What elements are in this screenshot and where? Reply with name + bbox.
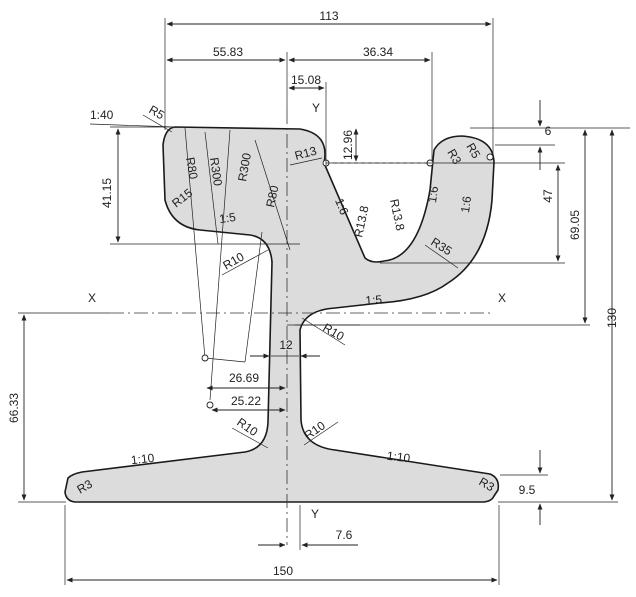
radius-r80-mid: R80: [263, 184, 281, 209]
leader-line: [89, 123, 176, 128]
construction-line: [244, 231, 263, 363]
radius-r5-left: R5: [147, 102, 168, 122]
slope-1-6-flange: 1:6: [458, 195, 474, 214]
slope-1-6-groove-left: 1:6: [332, 196, 351, 217]
radius-r13-8-a: R13.8: [351, 204, 371, 239]
radius-r13: R13: [293, 144, 318, 163]
radius-r3-groove: R3: [444, 147, 464, 168]
dim-41-15-label: 41.15: [100, 178, 114, 208]
radius-r10-upper: R10: [221, 249, 247, 272]
radius-r13-8-b: R13.8: [387, 198, 407, 233]
leader-line: [142, 114, 173, 133]
dim-150-label: 150: [273, 564, 293, 578]
radius-r5-right: R5: [463, 141, 483, 162]
slope-1-40: 1:40: [90, 108, 114, 122]
leader-line: [424, 244, 459, 269]
slope-1-6-groove-right: 1:6: [425, 185, 441, 204]
radius-r80-left: R80: [183, 156, 201, 180]
construction-line: [204, 131, 219, 245]
center-point: [201, 354, 209, 362]
dim-47-label: 47: [541, 189, 555, 203]
radius-r3-base-right: R3: [477, 474, 498, 494]
dim-26-69-label: 26.69: [229, 371, 259, 385]
construction-line: [184, 127, 206, 359]
leader-line: [289, 157, 323, 166]
leader-line: [221, 249, 269, 276]
dim-69-05-label: 69.05: [568, 210, 582, 240]
rail-cross-section: [64, 126, 500, 503]
y-axis-label-bottom: Y: [311, 507, 319, 521]
leader-line: [303, 421, 339, 446]
center-point: [486, 153, 494, 161]
x-axis-label-left: X: [88, 291, 96, 305]
slope-1-5-left: 1:5: [218, 210, 237, 226]
leader-line: [231, 427, 269, 449]
dim-66-33-label: 66.33: [7, 393, 21, 423]
dim-12-96-label: 12.96: [341, 130, 355, 160]
leader-line: [301, 317, 346, 346]
dim-6-label: 6: [545, 124, 552, 138]
dim-36-34-label: 36.34: [363, 45, 393, 59]
radius-r300: R300: [207, 156, 225, 187]
slope-1-10-left: 1:10: [130, 451, 155, 467]
slope-1-5-underside: 1:5: [365, 292, 383, 307]
center-point: [206, 401, 214, 409]
construction-line: [204, 357, 246, 363]
dim-113-label: 113: [319, 9, 338, 23]
radius-r3-base-left: R3: [75, 477, 96, 497]
dim-55-83-label: 55.83: [213, 45, 243, 59]
slope-1-10-right: 1:10: [386, 449, 411, 466]
dim-15-08-label: 15.08: [291, 73, 321, 87]
construction-line: [254, 139, 291, 251]
dim-130-label: 130: [605, 308, 619, 328]
radius-r10-fillet-left: R10: [234, 415, 260, 439]
y-axis-label-top: Y: [312, 101, 320, 115]
dim-12-label: 12: [279, 338, 293, 352]
dim-9-5-label: 9.5: [519, 483, 536, 497]
dim-25-22-label: 25.22: [231, 394, 261, 408]
construction-line: [209, 129, 231, 401]
radius-r300-b: R300: [235, 152, 254, 183]
dim-7-6-label: 7.6: [336, 528, 353, 542]
x-axis-label-right: X: [498, 291, 506, 305]
